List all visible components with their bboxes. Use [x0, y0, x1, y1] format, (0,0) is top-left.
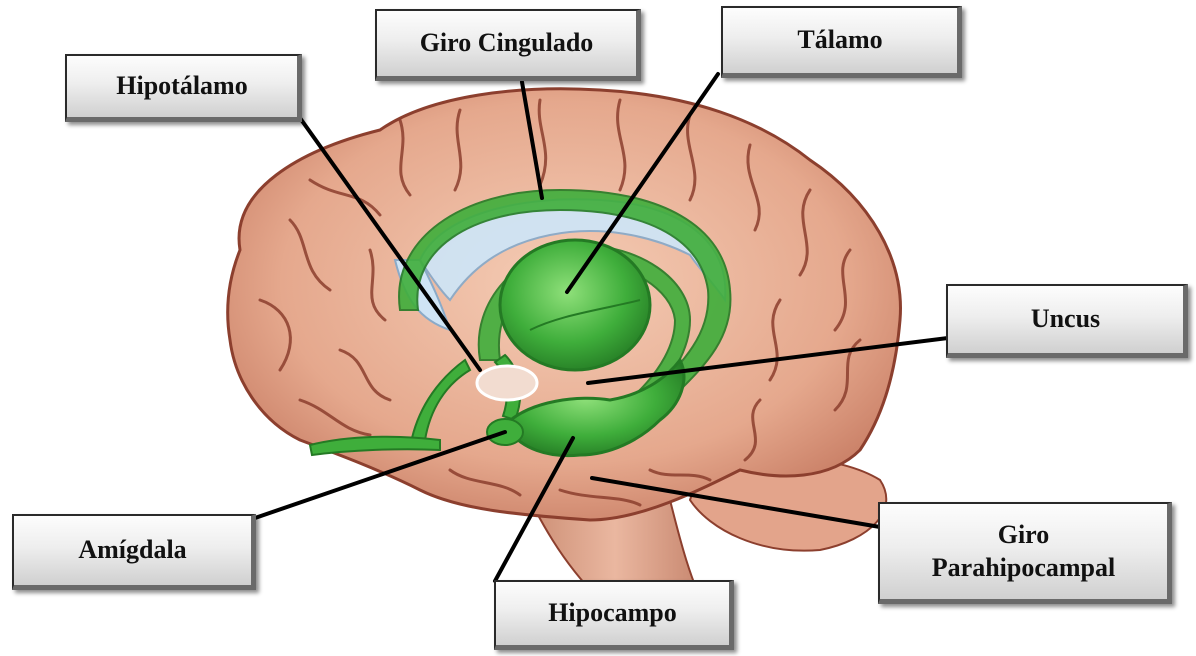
- label-amigdala: Amígdala: [12, 514, 256, 590]
- label-hipocampo: Hipocampo: [494, 580, 734, 650]
- label-hipotalamo-text: Hipotálamo: [116, 70, 247, 103]
- label-talamo: Tálamo: [721, 6, 962, 78]
- label-uncus: Uncus: [946, 284, 1188, 358]
- label-giro-parahipocampal: Giro Parahipocampal: [878, 502, 1172, 604]
- label-talamo-text: Tálamo: [797, 24, 882, 57]
- label-hipocampo-text: Hipocampo: [548, 597, 677, 630]
- label-hipotalamo: Hipotálamo: [65, 54, 302, 122]
- label-uncus-text: Uncus: [1031, 303, 1100, 336]
- label-giro-cingulado: Giro Cingulado: [375, 9, 641, 81]
- label-giro-parahipocampal-line1: Giro: [998, 519, 1050, 552]
- label-giro-cingulado-text: Giro Cingulado: [420, 27, 594, 60]
- thalamus: [500, 240, 650, 370]
- label-amigdala-text: Amígdala: [78, 534, 186, 567]
- label-giro-parahipocampal-line2: Parahipocampal: [932, 552, 1115, 585]
- hypothalamus: [477, 366, 537, 400]
